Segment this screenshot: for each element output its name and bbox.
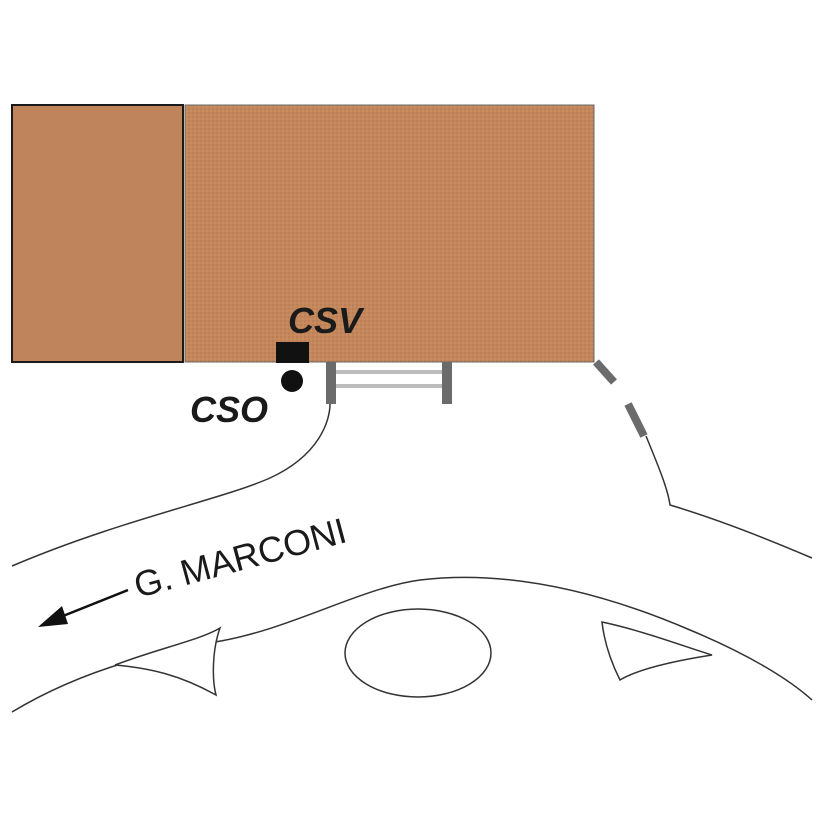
building-main <box>184 104 595 363</box>
island-left <box>114 626 222 697</box>
entrance-gate <box>326 362 452 404</box>
traffic-islands <box>114 608 713 698</box>
barrier-dashes <box>593 359 648 438</box>
cso-marker-icon <box>281 370 303 392</box>
building-left <box>11 104 184 363</box>
island-right <box>601 621 713 682</box>
street-label: G. MARCONI <box>129 510 350 606</box>
cso-label: CSO <box>190 389 268 430</box>
csv-label: CSV <box>288 300 365 341</box>
island-center <box>344 608 492 698</box>
csv-marker-icon <box>276 342 309 363</box>
direction-arrow-icon <box>38 588 129 627</box>
